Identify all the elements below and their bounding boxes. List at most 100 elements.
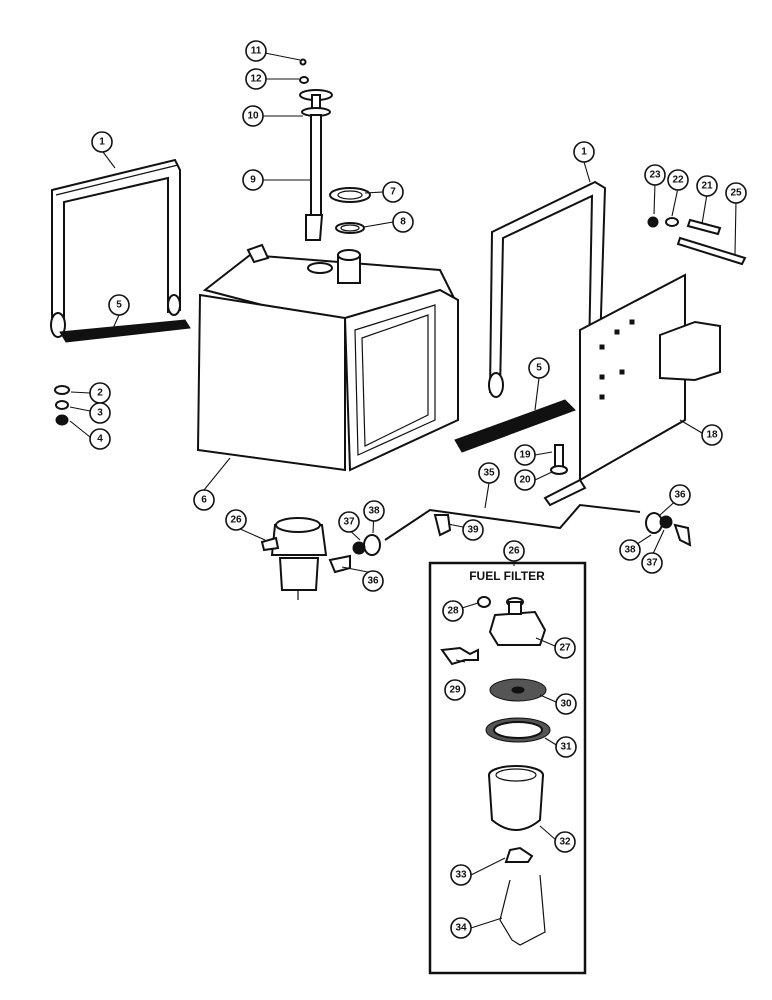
fuel-gauge-sender [299,58,333,241]
svg-text:7: 7 [390,187,396,198]
svg-text:26: 26 [508,546,520,557]
inset-title: FUEL FILTER [469,569,545,583]
callout-26-inset: 26 [503,540,525,562]
svg-text:12: 12 [250,74,262,85]
callout-22: 22 [667,169,689,191]
svg-text:10: 10 [247,111,259,122]
svg-text:26: 26 [230,515,242,526]
callout-7: 7 [382,181,404,203]
svg-text:34: 34 [455,923,467,934]
callout-38-right: 38 [619,539,641,561]
svg-text:37: 37 [343,517,355,528]
callout-9: 9 [242,169,264,191]
svg-text:37: 37 [646,558,658,569]
callout-35: 35 [478,462,500,484]
svg-text:23: 23 [649,170,661,181]
svg-text:5: 5 [536,363,542,374]
callout-3: 3 [89,402,111,424]
callout-11: 11 [245,40,267,62]
svg-text:29: 29 [449,685,461,696]
callout-34: 34 [450,917,472,939]
tank-strap-left [50,158,181,338]
callout-19: 19 [514,444,536,466]
filter-head [488,597,547,646]
callout-18: 18 [701,424,723,446]
callout-37-right: 37 [641,552,663,574]
svg-text:27: 27 [559,643,571,654]
callout-1-right: 1 [573,141,595,163]
callout-1-left: 1 [91,131,113,153]
callout-23: 23 [644,164,666,186]
svg-text:30: 30 [560,699,572,710]
callout-26-left: 26 [225,509,247,531]
fittings-right [645,512,692,547]
svg-text:1: 1 [581,147,587,158]
filter-bowl [488,765,544,831]
svg-text:36: 36 [367,576,379,587]
svg-text:21: 21 [701,181,713,192]
fuel-filter-assembly [260,517,328,600]
callout-5-left: 5 [108,294,130,316]
callout-30: 30 [555,693,577,715]
callout-36-right: 36 [669,484,691,506]
callout-25: 25 [725,182,747,204]
drain-valve [440,646,479,666]
svg-text:36: 36 [674,490,686,501]
tank-support-bracket [543,273,721,507]
callout-37-left: 37 [338,511,360,533]
svg-text:39: 39 [467,525,479,536]
svg-text:11: 11 [251,46,262,57]
svg-text:38: 38 [624,545,636,556]
callout-4: 4 [89,428,111,450]
fittings-left [328,534,381,574]
svg-text:28: 28 [447,606,459,617]
callout-32: 32 [554,831,576,853]
callout-20: 20 [514,469,536,491]
strap-pad-left [59,319,191,343]
svg-text:4: 4 [97,434,103,445]
callout-10: 10 [242,105,264,127]
callout-2: 2 [89,382,111,404]
callout-33: 33 [450,864,472,886]
svg-text:6: 6 [201,495,207,506]
svg-text:31: 31 [560,742,572,753]
fuel-line-clip [433,514,452,537]
bracket-bolt [550,444,568,475]
mounting-hardware [647,216,747,266]
svg-text:5: 5 [116,300,122,311]
callout-28: 28 [442,600,464,622]
svg-text:35: 35 [483,468,495,479]
callout-8: 8 [392,211,414,233]
callout-27: 27 [554,637,576,659]
strap-pad-right [454,399,576,453]
svg-text:9: 9 [250,175,256,186]
svg-text:38: 38 [368,506,380,517]
svg-text:3: 3 [97,408,103,419]
svg-text:18: 18 [706,430,718,441]
callout-31: 31 [555,736,577,758]
svg-text:32: 32 [559,837,571,848]
callout-21: 21 [696,175,718,197]
svg-text:1: 1 [99,137,105,148]
washer-nut-stack [54,385,70,426]
svg-text:19: 19 [519,450,531,461]
svg-text:33: 33 [455,870,467,881]
svg-text:2: 2 [97,388,103,399]
svg-text:22: 22 [672,175,684,186]
callout-39: 39 [462,519,484,541]
svg-text:20: 20 [519,475,531,486]
fuel-tank [196,243,459,472]
fuel-line [384,503,641,541]
callout-29: 29 [444,679,466,701]
bowl-bail [499,874,546,946]
svg-text:25: 25 [730,188,742,199]
callout-5-right: 5 [528,357,550,379]
callout-6: 6 [193,489,215,511]
svg-text:8: 8 [400,217,406,228]
bowl-nut [504,846,534,863]
fuel-filter-inset: FUEL FILTER [428,561,587,975]
gauge-ring [329,187,371,234]
callout-12: 12 [245,68,267,90]
callout-36-left: 36 [362,570,384,592]
